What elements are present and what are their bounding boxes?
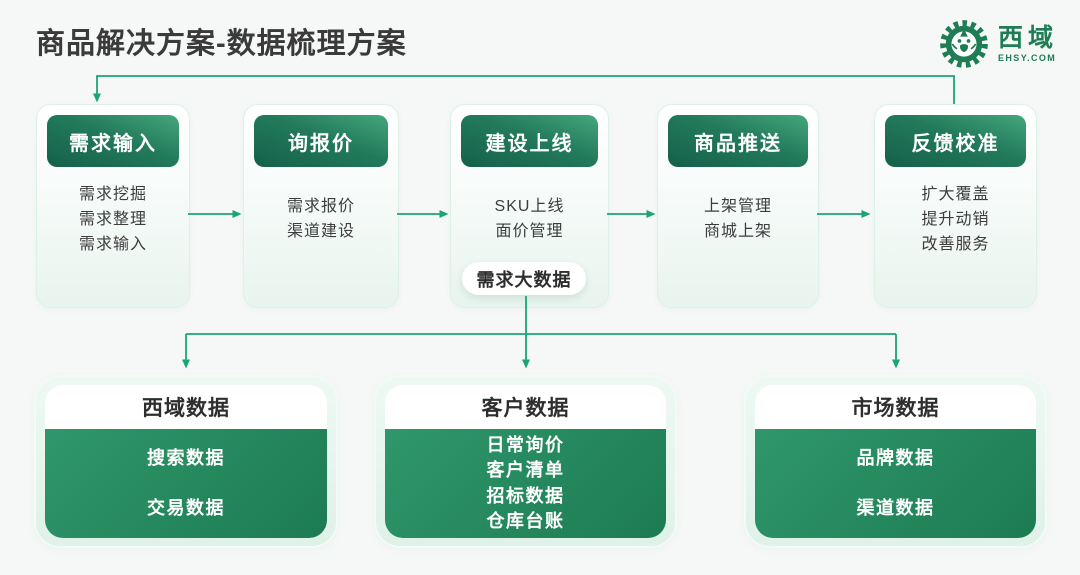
data-item: 搜索数据 — [147, 447, 225, 468]
flow-card-items: SKU上线 面价管理 — [451, 169, 608, 269]
flow-item: 需求整理 — [78, 210, 147, 228]
flow-card-items: 上架管理 商城上架 — [658, 169, 818, 269]
arrow-feedback-loop — [93, 75, 955, 104]
flow-card-requirement-input: 需求输入 需求挖掘 需求整理 需求输入 — [36, 104, 190, 308]
data-item: 招标数据 — [486, 485, 565, 506]
flow-card-items: 扩大覆盖 提升动销 改善服务 — [875, 169, 1036, 269]
lion-gear-icon — [940, 20, 988, 68]
flow-item: 需求挖掘 — [78, 185, 147, 203]
badge-demand-bigdata: 需求大数据 — [462, 262, 586, 295]
flow-item: 渠道建设 — [286, 223, 355, 240]
flow-card-title: 需求输入 — [47, 115, 179, 167]
data-card-panel: 搜索数据 交易数据 — [45, 429, 327, 538]
data-card-title: 客户数据 — [385, 385, 666, 429]
flow-card-title: 建设上线 — [461, 115, 598, 167]
flow-card-items: 需求报价 渠道建设 — [244, 169, 398, 269]
data-card-market-data: 市场数据 品牌数据 渠道数据 — [744, 375, 1047, 548]
data-item: 交易数据 — [147, 498, 225, 519]
data-item: 渠道数据 — [856, 498, 935, 519]
flow-card-title: 询报价 — [254, 115, 388, 167]
flow-card-title: 商品推送 — [668, 115, 808, 167]
data-card-title: 西域数据 — [45, 385, 327, 429]
brand-name: 西域 — [997, 24, 1058, 52]
data-card-title: 市场数据 — [755, 385, 1036, 429]
data-card-panel: 品牌数据 渠道数据 — [755, 429, 1036, 538]
brand-domain: EHSY.COM — [997, 53, 1057, 63]
flow-item: 面价管理 — [495, 223, 564, 240]
data-card-customer-data: 客户数据 日常询价 客户清单 招标数据 仓库台账 — [374, 375, 677, 548]
flow-item: SKU上线 — [494, 198, 565, 215]
flow-item: 需求输入 — [78, 235, 147, 253]
page-title: 商品解决方案-数据梳理方案 — [36, 28, 407, 60]
brand-text: 西域 EHSY.COM — [998, 25, 1058, 63]
data-card-panel: 日常询价 客户清单 招标数据 仓库台账 — [385, 429, 666, 538]
data-card-xiyu-data: 西域数据 搜索数据 交易数据 — [34, 375, 338, 548]
flow-item: 扩大覆盖 — [921, 185, 990, 203]
flow-card-product-push: 商品推送 上架管理 商城上架 — [657, 104, 819, 308]
flow-card-title: 反馈校准 — [885, 115, 1026, 167]
data-item: 日常询价 — [486, 435, 565, 456]
flow-item: 改善服务 — [921, 235, 990, 253]
flow-card-feedback-calibration: 反馈校准 扩大覆盖 提升动销 改善服务 — [874, 104, 1037, 308]
flow-card-items: 需求挖掘 需求整理 需求输入 — [37, 169, 189, 269]
data-item: 品牌数据 — [856, 447, 935, 468]
flow-card-inquiry-quote: 询报价 需求报价 渠道建设 — [243, 104, 399, 308]
data-item: 仓库台账 — [486, 510, 565, 531]
flow-item: 需求报价 — [286, 198, 355, 215]
flow-item: 商城上架 — [703, 223, 772, 240]
data-item: 客户清单 — [486, 460, 565, 481]
flow-item: 提升动销 — [921, 210, 990, 228]
flow-item: 上架管理 — [703, 198, 772, 215]
brand-logo: 西域 EHSY.COM — [938, 18, 1058, 70]
